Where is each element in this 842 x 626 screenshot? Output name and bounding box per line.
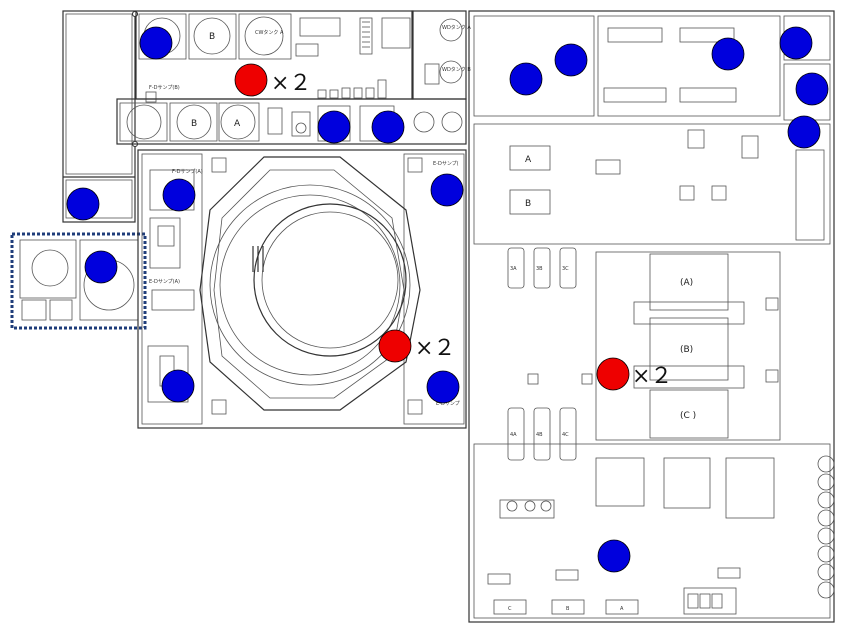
dotted-outline-area: [10, 232, 147, 330]
tank-4a-label: 4A: [510, 432, 517, 438]
hx-b-label: (B): [680, 345, 693, 355]
tank-4b-label: 4B: [536, 432, 543, 438]
blue-marker: [371, 110, 405, 144]
blue-marker: [426, 370, 460, 404]
bottom-b-label: B: [566, 606, 570, 612]
red-marker-top: [234, 63, 268, 97]
blue-marker: [161, 369, 195, 403]
room-a-label: A: [525, 155, 532, 165]
f-d-sump-b-label: F-Dサンプ(B): [149, 85, 180, 91]
e-d-sump-a-label: E-Dサンプ(A): [149, 279, 180, 285]
f-d-sump-a-label: F-Dサンプ(A): [172, 169, 203, 175]
bottom-a-label: A: [620, 606, 624, 612]
blue-marker: [430, 173, 464, 207]
blue-marker: [787, 115, 821, 149]
hx-c-label: (C ): [680, 411, 696, 421]
red-marker-right: [596, 357, 630, 391]
tank-3b-label: 3B: [536, 266, 543, 272]
multiplier-label-top: ×２: [271, 71, 311, 96]
right-building: A B 3A 3B 3C 4A 4B 4C (A) (B) (C ): [468, 10, 835, 623]
multiplier-label-right: ×２: [632, 364, 672, 389]
wd-tank-b-label: WDタンク B: [442, 66, 471, 73]
reactor-building: F-Dサンプ(A) E-Dサンプ(A) E-Dサンプ( E-Dサンプ: [137, 149, 467, 429]
tank-a-lower-label: A: [234, 119, 241, 129]
blue-marker: [66, 187, 100, 221]
tank-3c-label: 3C: [562, 266, 569, 272]
bottom-c-label: C: [508, 606, 512, 612]
blue-marker: [711, 37, 745, 71]
tank-cw-a-label: CWタンク A: [255, 29, 284, 36]
wd-tank-a-label: WDタンク A: [442, 24, 471, 31]
room-b-label: B: [525, 199, 531, 209]
blue-marker: [795, 72, 829, 106]
blue-markers: [66, 26, 829, 573]
left-corridor: [62, 10, 139, 223]
tank-3a-label: 3A: [510, 266, 517, 272]
blue-marker: [779, 26, 813, 60]
multiplier-label-center: ×２: [415, 336, 455, 361]
blue-marker: [597, 539, 631, 573]
red-marker-center: [378, 329, 412, 363]
e-d-sump-b-label: E-Dサンプ: [436, 401, 460, 407]
blue-marker: [162, 178, 196, 212]
blue-marker: [509, 62, 543, 96]
blue-marker: [554, 43, 588, 77]
blue-marker: [317, 110, 351, 144]
red-markers: ×２ ×２ ×２: [234, 63, 672, 391]
top-tank-room: B CWタンク A WDタンク A WDタンク B F-Dサンプ(B): [135, 10, 471, 103]
e-d-sump-upper-label: E-Dサンプ(: [433, 161, 459, 167]
tank-b-lower-label: B: [191, 119, 197, 129]
tank-4c-label: 4C: [562, 432, 569, 438]
tank-b-upper-label: B: [209, 32, 215, 42]
top-tank-room-lower: B A: [116, 98, 467, 145]
blue-marker: [84, 250, 118, 284]
blue-marker: [139, 26, 173, 60]
hx-a-label: (A): [680, 278, 693, 288]
